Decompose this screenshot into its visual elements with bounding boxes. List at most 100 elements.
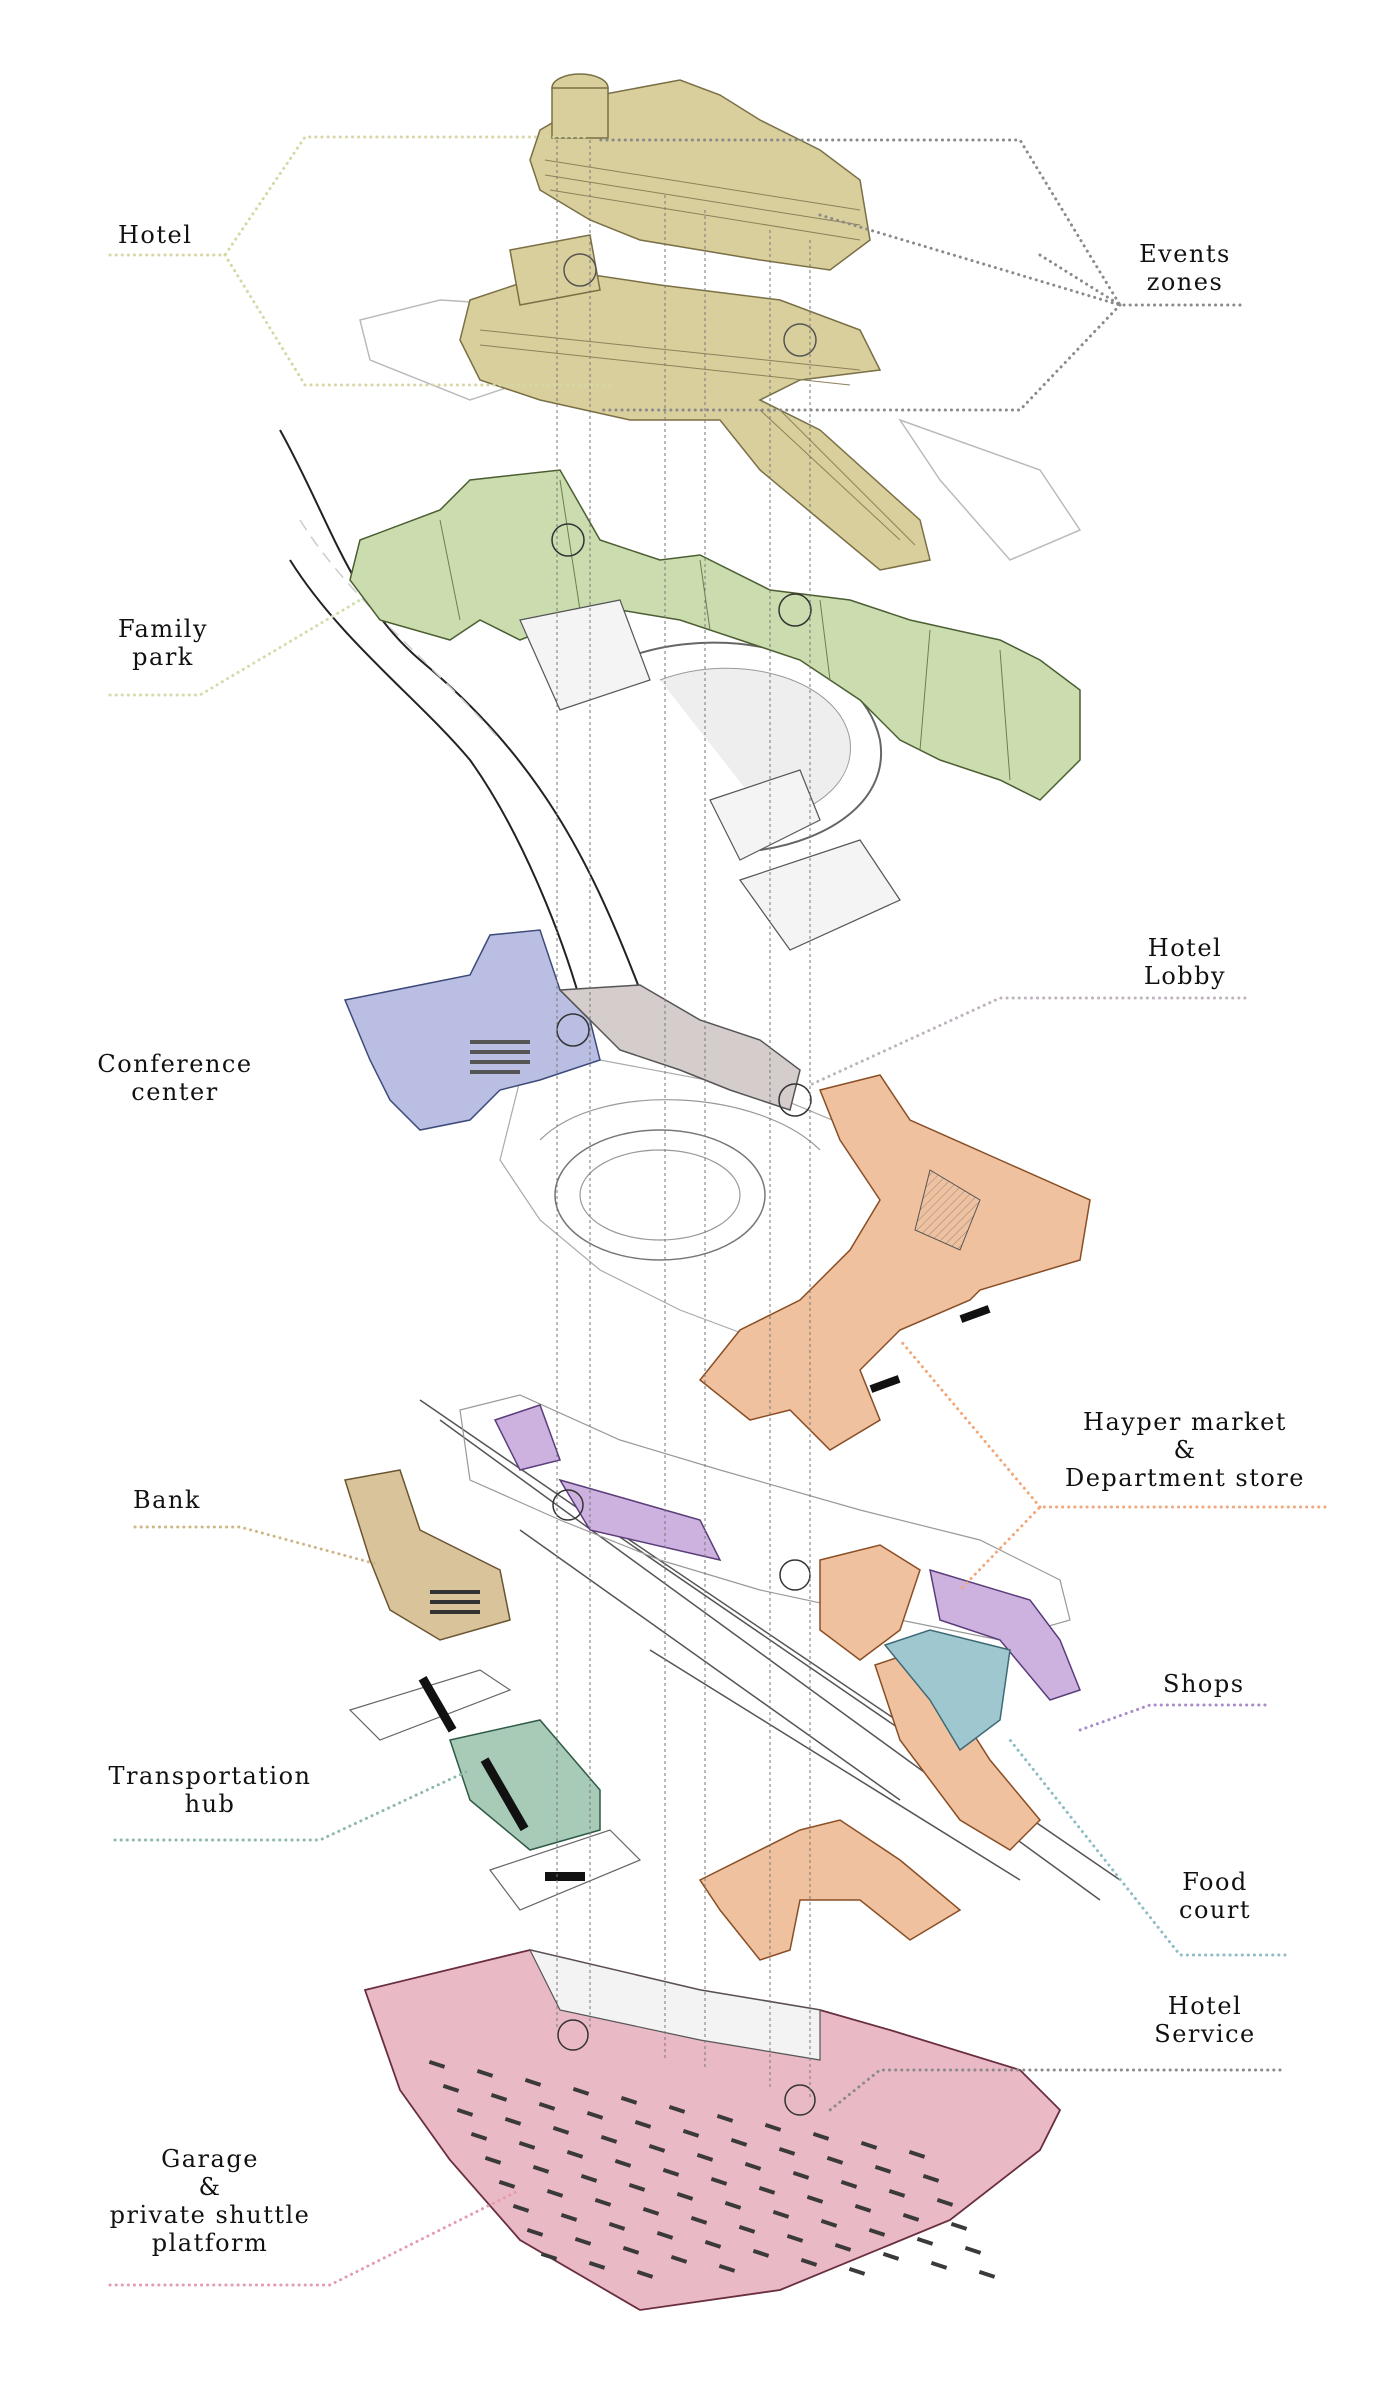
- parking-stall: [758, 2185, 776, 2195]
- hypermarket-hatched-core: [914, 1169, 981, 1251]
- parking-stall: [936, 2198, 954, 2207]
- parking-stall: [840, 2179, 858, 2189]
- parking-stall: [710, 2176, 728, 2186]
- events-rotunda-1: [563, 253, 597, 287]
- parking-stall: [908, 2150, 926, 2159]
- parking-stall: [860, 2141, 878, 2150]
- lobby-leader: [808, 996, 1247, 1087]
- lobby-rotunda-2: [778, 1083, 812, 1117]
- parking-stall: [786, 2234, 804, 2243]
- parking-stall: [744, 2162, 762, 2171]
- parking-stall: [916, 2236, 934, 2246]
- parking-stall: [518, 2141, 536, 2150]
- parking-stall: [902, 2213, 920, 2222]
- parking-stall: [498, 2180, 516, 2189]
- parking-stall: [690, 2216, 708, 2225]
- parking-stall: [620, 2096, 638, 2105]
- parking-stall: [490, 2092, 508, 2102]
- transport-leader: [113, 1768, 472, 1842]
- food-leader: [1008, 1738, 1287, 1957]
- parking-stall: [730, 2138, 748, 2147]
- park-plaza-arc: [619, 641, 883, 851]
- garage-level: [363, 1949, 1062, 2311]
- parking-stall: [634, 2120, 652, 2129]
- parking-stall: [456, 2108, 474, 2117]
- parking-stall: [512, 2204, 530, 2213]
- conference-plaza-arc: [539, 1099, 821, 1151]
- parking-stall: [978, 2269, 996, 2279]
- conference-plaza-ring-inner: [579, 1149, 741, 1241]
- parking-stall: [696, 2152, 714, 2162]
- label-bank: Bank: [133, 1486, 201, 1514]
- parking-stall: [622, 2246, 640, 2255]
- family-park-building: [349, 469, 1081, 801]
- parking-stall: [668, 2105, 686, 2114]
- parking-stall: [868, 2227, 886, 2237]
- parking-stall: [642, 2207, 660, 2216]
- parking-stall: [772, 2210, 790, 2219]
- parking-stall: [608, 2222, 626, 2231]
- parking-stall: [442, 2084, 460, 2093]
- label-hypermarket: Hayper market & Department store: [1064, 1408, 1305, 1492]
- hypermarket-building: [698, 1074, 1091, 1451]
- parking-stall: [580, 2174, 598, 2183]
- garage-service-strip: [528, 1949, 821, 2061]
- garage-leader: [108, 2188, 522, 2287]
- hypermarket-escalator-2: [959, 1305, 991, 1323]
- parking-stall: [888, 2188, 906, 2198]
- parking-stall: [752, 2249, 770, 2258]
- parking-stall: [586, 2111, 604, 2120]
- hotel-upper-block: [529, 79, 871, 271]
- parking-stall: [560, 2213, 578, 2222]
- hub-black-bar-1: [418, 1676, 457, 1733]
- parking-stall: [636, 2269, 654, 2279]
- parking-stall: [546, 2189, 564, 2198]
- label-hotel: Hotel: [118, 221, 193, 249]
- parking-stall: [670, 2255, 688, 2264]
- market-l-block: [698, 1819, 962, 1961]
- conference-plaza-ring-outer: [554, 1129, 766, 1261]
- shops-strip-1: [493, 1404, 561, 1471]
- parking-stall: [532, 2165, 550, 2174]
- parking-stall: [662, 2168, 680, 2177]
- hotel-lower-tower: [509, 234, 601, 306]
- label-conference-center: Conference center: [97, 1050, 253, 1106]
- label-transportation-hub: Transportation hub: [108, 1762, 312, 1818]
- parking-stall: [778, 2147, 796, 2156]
- parking-stall: [716, 2114, 734, 2123]
- parking-stall: [470, 2132, 488, 2141]
- parking-stall: [588, 2261, 606, 2270]
- parking-stall: [930, 2261, 948, 2270]
- hub-black-bar-3: [480, 1757, 529, 1832]
- label-food-court: Food court: [1179, 1868, 1251, 1924]
- parking-stall: [738, 2225, 756, 2234]
- bank-vault-grid: [430, 1590, 480, 1614]
- park-room-lines: [439, 479, 1011, 781]
- parking-stall: [792, 2171, 810, 2180]
- label-events-zones: Events zones: [1139, 240, 1231, 296]
- conference-auditorium-seats: [470, 1040, 530, 1074]
- family-park-level: [279, 429, 1081, 1001]
- park-leader: [108, 598, 362, 697]
- hotel-lobby-building: [558, 984, 801, 1111]
- road-curve-3: [299, 519, 501, 741]
- hub-black-bar-2: [545, 1872, 585, 1881]
- parking-stall: [504, 2117, 522, 2126]
- parking-stall: [540, 2252, 558, 2261]
- parking-stall: [848, 2267, 866, 2276]
- conference-center-building: [343, 929, 601, 1131]
- parking-stall: [600, 2135, 618, 2144]
- parking-stall: [820, 2219, 838, 2228]
- label-hotel-lobby: Hotel Lobby: [1143, 934, 1227, 990]
- parking-stall: [950, 2221, 968, 2231]
- parking-stall: [526, 2227, 544, 2237]
- shops-site-outline: [459, 1394, 1071, 1641]
- parking-stall: [682, 2129, 700, 2138]
- parking-stall: [718, 2264, 736, 2273]
- parking-stall: [826, 2156, 844, 2165]
- parking-stall: [484, 2156, 502, 2165]
- parking-stall: [428, 2060, 446, 2069]
- hypermarket-escalator-1: [869, 1375, 901, 1393]
- parking-stall: [574, 2236, 592, 2246]
